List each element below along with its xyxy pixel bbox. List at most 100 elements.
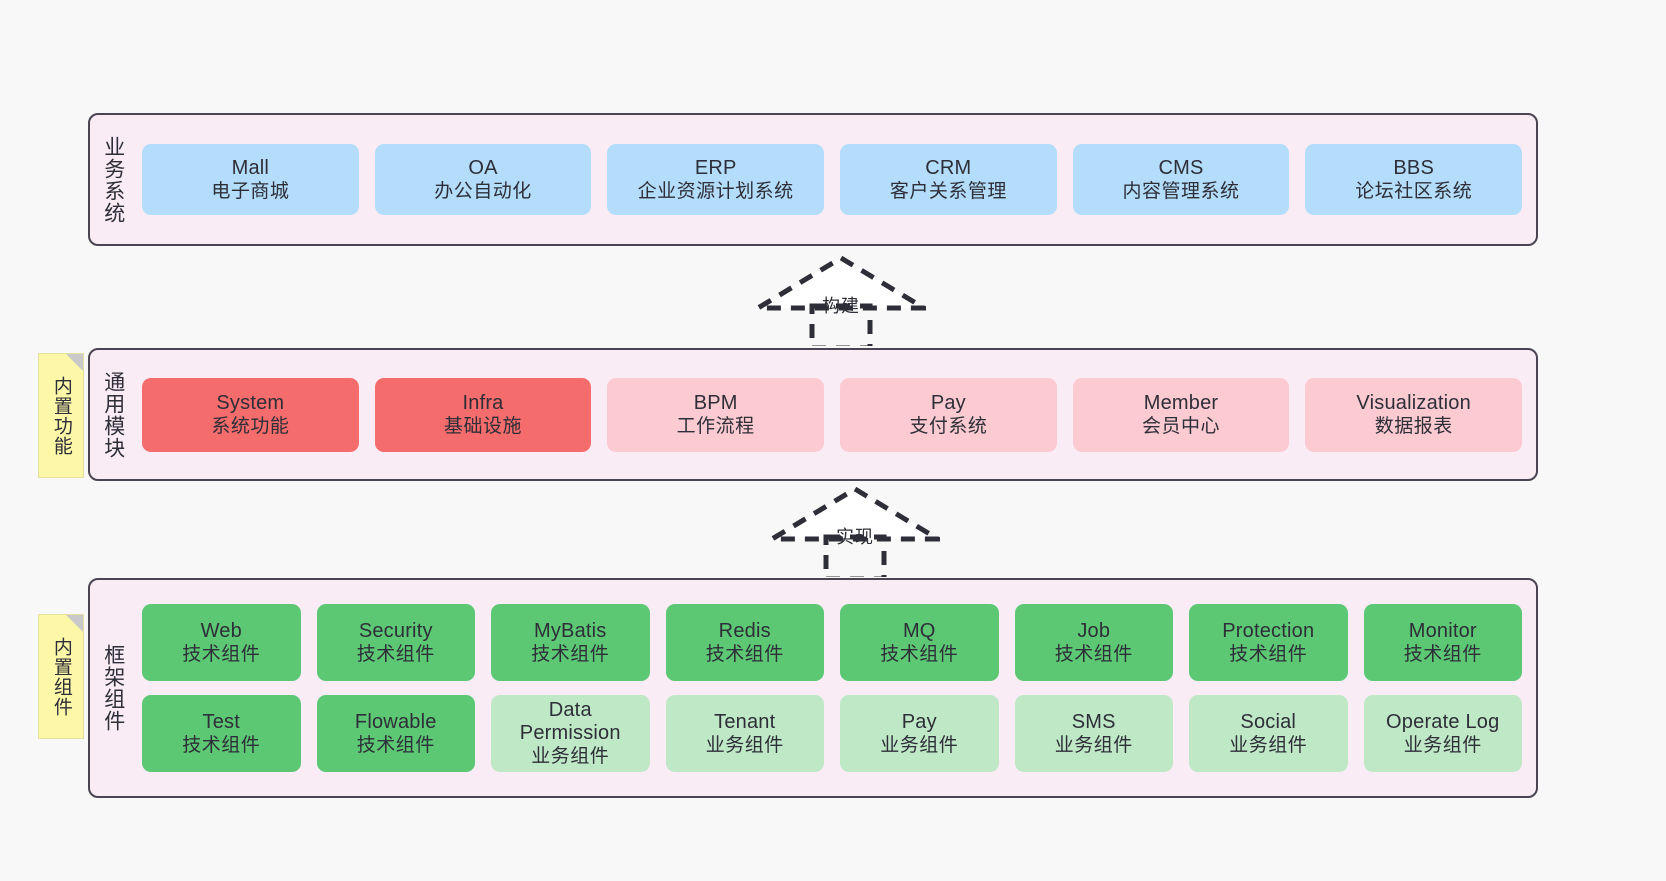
layer-body-common-module: System 系统功能 Infra 基础设施 BPM 工作流程 Pay 支付系统… [136, 350, 1536, 479]
node-title: Pay [930, 391, 966, 414]
node-subtitle: 业务组件 [1054, 735, 1133, 757]
layer-title-framework-component: 框架组件 [101, 644, 125, 732]
note-built-in-components: 内置组件 [38, 614, 84, 739]
node-subtitle: 内容管理系统 [1122, 181, 1240, 203]
node-subtitle: 技术组件 [1054, 644, 1133, 666]
node-flowable[interactable]: Flowable 技术组件 [316, 695, 475, 772]
node-cms[interactable]: CMS 内容管理系统 [1072, 144, 1290, 215]
layer-business-system: 业务系统 Mall 电子商城 OA 办公自动化 ERP 企业资源计划系统 CRM… [88, 113, 1538, 246]
node-title: BBS [1393, 156, 1434, 179]
node-crm[interactable]: CRM 客户关系管理 [840, 144, 1057, 215]
node-title: OA [468, 156, 498, 179]
node-system[interactable]: System 系统功能 [142, 377, 359, 452]
node-title: Test [202, 710, 240, 733]
node-title: Pay [901, 710, 937, 733]
node-title: Data Permission [519, 698, 621, 744]
node-mq[interactable]: MQ 技术组件 [840, 604, 999, 681]
node-title: CRM [925, 156, 972, 179]
node-oa[interactable]: OA 办公自动化 [374, 144, 592, 215]
node-title: Member [1143, 391, 1219, 414]
layer-row: Test 技术组件 Flowable 技术组件 Data Permission … [142, 695, 1522, 772]
node-security[interactable]: Security 技术组件 [316, 604, 475, 681]
node-title: CMS [1158, 156, 1204, 179]
node-title: MQ [902, 619, 936, 642]
node-title: SMS [1071, 710, 1116, 733]
node-data-permission[interactable]: Data Permission 业务组件 [491, 695, 650, 772]
node-title: ERP [694, 156, 737, 179]
node-title: Job [1077, 619, 1111, 642]
note-label: 内置功能 [50, 375, 72, 456]
node-protection[interactable]: Protection 技术组件 [1189, 604, 1348, 681]
node-infra[interactable]: Infra 基础设施 [374, 377, 592, 452]
node-mall[interactable]: Mall 电子商城 [142, 144, 359, 215]
note-built-in-functions: 内置功能 [38, 353, 84, 478]
node-title: BPM [693, 391, 738, 414]
layer-row: System 系统功能 Infra 基础设施 BPM 工作流程 Pay 支付系统… [142, 377, 1523, 452]
layer-title-common-module: 通用模块 [101, 370, 125, 459]
node-member[interactable]: Member 会员中心 [1072, 377, 1290, 452]
node-subtitle: 业务组件 [880, 735, 959, 757]
node-test[interactable]: Test 技术组件 [142, 695, 301, 772]
node-title: MyBatis [533, 619, 607, 642]
node-subtitle: 技术组件 [182, 644, 261, 666]
connector-label: 实现 [836, 527, 874, 547]
node-subtitle: 技术组件 [705, 644, 784, 666]
node-title: Redis [718, 619, 771, 642]
node-subtitle: 业务组件 [1229, 735, 1308, 757]
node-title: Operate Log [1386, 710, 1500, 733]
node-subtitle: 业务组件 [531, 746, 610, 768]
layer-row: Mall 电子商城 OA 办公自动化 ERP 企业资源计划系统 CRM 客户关系… [142, 144, 1523, 215]
layer-body-framework-component: Web 技术组件 Security 技术组件 MyBatis 技术组件 Redi… [136, 580, 1536, 796]
node-operate-log[interactable]: Operate Log 业务组件 [1363, 695, 1522, 772]
connector-stem [809, 303, 873, 346]
node-bpm[interactable]: BPM 工作流程 [607, 377, 825, 452]
node-pay-business[interactable]: Pay 业务组件 [840, 695, 999, 772]
node-subtitle: 企业资源计划系统 [637, 181, 794, 203]
node-title: System [216, 391, 285, 414]
node-tenant[interactable]: Tenant 业务组件 [665, 695, 824, 772]
node-bbs[interactable]: BBS 论坛社区系统 [1305, 144, 1523, 215]
node-subtitle: 技术组件 [182, 735, 261, 757]
node-sms[interactable]: SMS 业务组件 [1014, 695, 1173, 772]
node-pay[interactable]: Pay 支付系统 [840, 377, 1057, 452]
node-title: Security [358, 619, 433, 642]
connector-label: 构建 [822, 296, 860, 316]
node-subtitle: 技术组件 [531, 644, 610, 666]
layer-row: Web 技术组件 Security 技术组件 MyBatis 技术组件 Redi… [142, 604, 1522, 681]
connector-build: 构建 [756, 256, 926, 346]
node-subtitle: 办公自动化 [434, 181, 532, 203]
node-title: Protection [1222, 619, 1315, 642]
node-subtitle: 论坛社区系统 [1355, 181, 1473, 203]
node-subtitle: 业务组件 [705, 735, 784, 757]
node-mybatis[interactable]: MyBatis 技术组件 [491, 604, 650, 681]
node-subtitle: 技术组件 [880, 644, 959, 666]
node-subtitle: 工作流程 [676, 416, 755, 438]
node-title: Web [200, 619, 242, 642]
layer-common-module: 通用模块 System 系统功能 Infra 基础设施 BPM 工作流程 Pay… [88, 348, 1538, 481]
node-visualization[interactable]: Visualization 数据报表 [1305, 377, 1523, 452]
layer-body-business-system: Mall 电子商城 OA 办公自动化 ERP 企业资源计划系统 CRM 客户关系… [136, 115, 1536, 244]
node-web[interactable]: Web 技术组件 [142, 604, 301, 681]
layer-title-business-system: 业务系统 [101, 135, 125, 224]
node-monitor[interactable]: Monitor 技术组件 [1363, 604, 1522, 681]
node-subtitle: 支付系统 [909, 416, 988, 438]
connector-realize: 实现 [770, 487, 940, 577]
node-subtitle: 电子商城 [211, 181, 290, 203]
node-title: Tenant [714, 710, 776, 733]
node-subtitle: 系统功能 [211, 416, 290, 438]
node-erp[interactable]: ERP 企业资源计划系统 [607, 144, 825, 215]
node-title: Flowable [354, 710, 437, 733]
node-title: Monitor [1408, 619, 1477, 642]
node-subtitle: 技术组件 [1229, 644, 1308, 666]
node-title: Infra [462, 391, 504, 414]
layer-framework-component: 框架组件 Web 技术组件 Security 技术组件 MyBatis 技术组件… [88, 578, 1538, 798]
node-subtitle: 技术组件 [356, 644, 435, 666]
connector-stem [823, 534, 887, 577]
note-label: 内置组件 [50, 636, 72, 717]
node-subtitle: 数据报表 [1374, 416, 1453, 438]
node-job[interactable]: Job 技术组件 [1014, 604, 1173, 681]
node-redis[interactable]: Redis 技术组件 [665, 604, 824, 681]
node-subtitle: 基础设施 [444, 416, 523, 438]
node-social[interactable]: Social 业务组件 [1189, 695, 1348, 772]
